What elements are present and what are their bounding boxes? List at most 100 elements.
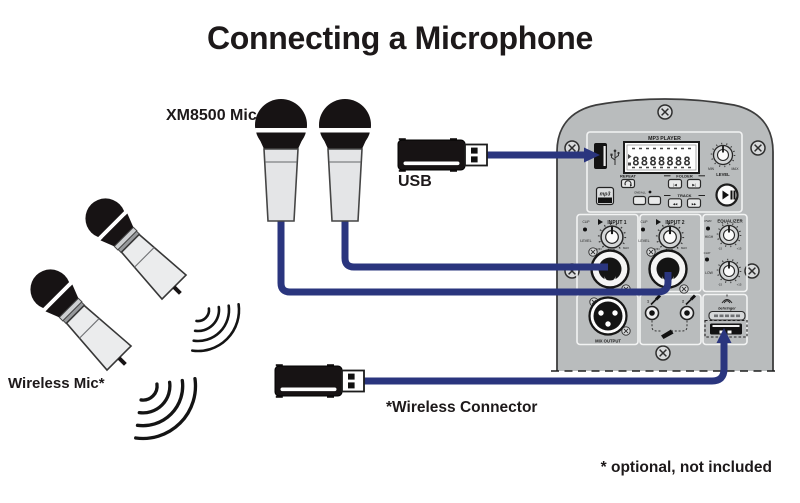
one-all-label: ONE/ALL [634, 190, 646, 194]
eq-high-min-label: -15 [718, 247, 722, 251]
badge-mp3-label: mp3 [600, 192, 611, 198]
plug-icon [685, 294, 697, 306]
screw-icon [679, 284, 689, 294]
equalizer-strip: PWR EQUALIZER HIGH -15 +15 CLIP LOW -15 … [702, 213, 748, 293]
lcd-digits: 8888888 [632, 154, 692, 169]
wireless-signal-waves [134, 377, 198, 441]
footswitch-jacks-section: 1 2 [639, 293, 702, 346]
repeat-led [648, 190, 652, 194]
wireless-connector-label: *Wireless Connector [386, 399, 538, 416]
mp3-level-min-label: MIN [708, 167, 715, 171]
eq-low-max-label: +15 [737, 283, 742, 287]
lcd-play-indicator-icon [628, 154, 632, 159]
usb-label: USB [398, 173, 432, 190]
cable-mic1-to-input2 [277, 216, 672, 296]
usb-port-slot [603, 146, 606, 166]
wireless-usb-port [710, 323, 742, 335]
page-title: Connecting a Microphone [207, 20, 593, 56]
input1-title: INPUT 1 [607, 220, 626, 226]
cables [277, 147, 732, 385]
repeat-icon [624, 180, 633, 187]
usb-stick [397, 137, 488, 173]
eq-pwr-label: PWR [705, 219, 713, 223]
badge-playback-label: PLAYBACK [598, 199, 612, 203]
input2-level-label: LEVEL [638, 239, 649, 243]
track-label: TRACK [678, 193, 692, 198]
eq-pwr-led [706, 226, 710, 231]
wireless-cable-arrowhead [716, 328, 732, 343]
folder-prev-icon: |◀ [673, 183, 677, 187]
eq-high-max-label: +15 [737, 247, 742, 251]
play-pause-icon: <733 x="733.5"/> [722, 190, 736, 200]
screw-icon [646, 247, 656, 257]
input1-arrow-icon [598, 219, 603, 225]
input1-clip-led [583, 227, 587, 232]
xm8500-mic-label: XM8500 Mic [166, 107, 257, 124]
track-prev-icon: ◀◀ [673, 202, 678, 206]
cable-wireless-connector [364, 342, 728, 385]
wireless-microphone-2 [21, 260, 141, 380]
input2-clip-label: CLIP [640, 220, 647, 224]
footswitch-icon [661, 329, 674, 339]
eq-clip-label: CLIP [704, 251, 711, 255]
mp3-section-title: MP3 PLAYER [648, 136, 681, 142]
jack2-label: 2 [682, 300, 684, 304]
mp3-playback-badge: mp3 PLAYBACK [595, 186, 615, 206]
wireless-connector-dongle [274, 363, 365, 399]
screw-icon [621, 326, 631, 336]
optional-footnote: * optional, not included [600, 459, 772, 476]
mp3-player-section: MP3 PLAYER 8888888 MIN [586, 131, 743, 213]
folder-prev-button [667, 178, 683, 189]
model-badge [708, 310, 746, 321]
input2-clip-led [641, 227, 645, 232]
play-pause-button: <733 x="733.5"/> [715, 183, 739, 207]
screw-icon [655, 345, 671, 361]
eq-low-min-label: -15 [718, 283, 722, 287]
mix-output-label: MIX OUTPUT [595, 339, 621, 344]
brand-name: behringer [718, 307, 736, 311]
lcd-display: 8888888 [623, 141, 700, 174]
brand-section: behringer [702, 293, 748, 346]
plug-icon [650, 294, 662, 306]
cable-mic2-to-input1 [341, 216, 608, 271]
mix-output-xlr-jack [588, 296, 628, 336]
jack1-label: 1 [647, 300, 649, 304]
eq-high-label: HIGH [705, 235, 714, 239]
screw-icon [750, 140, 766, 156]
input2-strip: CLIP INPUT 2 LEVEL MIN MAX [638, 213, 702, 294]
screw-icon [657, 104, 673, 120]
screw-icon [588, 247, 598, 257]
folder-next-button [686, 178, 702, 189]
mp3-level-label: LEVEL [716, 172, 730, 177]
behringer-logo-icon [721, 294, 733, 304]
speaker-control-panel: MP3 PLAYER 8888888 MIN [551, 98, 779, 372]
input2-max-label: MAX [681, 246, 687, 250]
usb-cable-arrowhead [584, 147, 600, 163]
wireless-microphone-1 [76, 189, 196, 309]
input1-level-label: LEVEL [580, 239, 591, 243]
folder-label: FOLDER [676, 174, 693, 179]
repeat-all-button [647, 195, 662, 206]
wireless-mic-label: Wireless Mic* [8, 375, 105, 392]
track-next-icon: ▶▶ [692, 202, 697, 206]
repeat-label: REPEAT [620, 174, 636, 179]
eq-low-label: LOW [705, 271, 714, 275]
mp3-section-frame [586, 131, 743, 213]
input1-max-label: MAX [623, 246, 629, 250]
repeat-one-button [632, 195, 647, 206]
wired-microphone-2 [318, 98, 372, 222]
wireless-signal-waves [191, 302, 241, 353]
track-prev-button [667, 198, 683, 208]
eq-title: EQUALIZER [717, 219, 743, 224]
input1-clip-label: CLIP [582, 220, 589, 224]
eq-clip-led [705, 257, 709, 262]
track-next-button [686, 198, 702, 208]
usb-symbol-icon [610, 149, 620, 165]
mp3-level-max-label: MAX [732, 167, 740, 171]
input2-title: INPUT 2 [665, 220, 684, 226]
input2-arrow-icon [656, 219, 661, 225]
wired-microphone-1 [254, 98, 308, 222]
input1-min-label: MIN [596, 247, 601, 251]
